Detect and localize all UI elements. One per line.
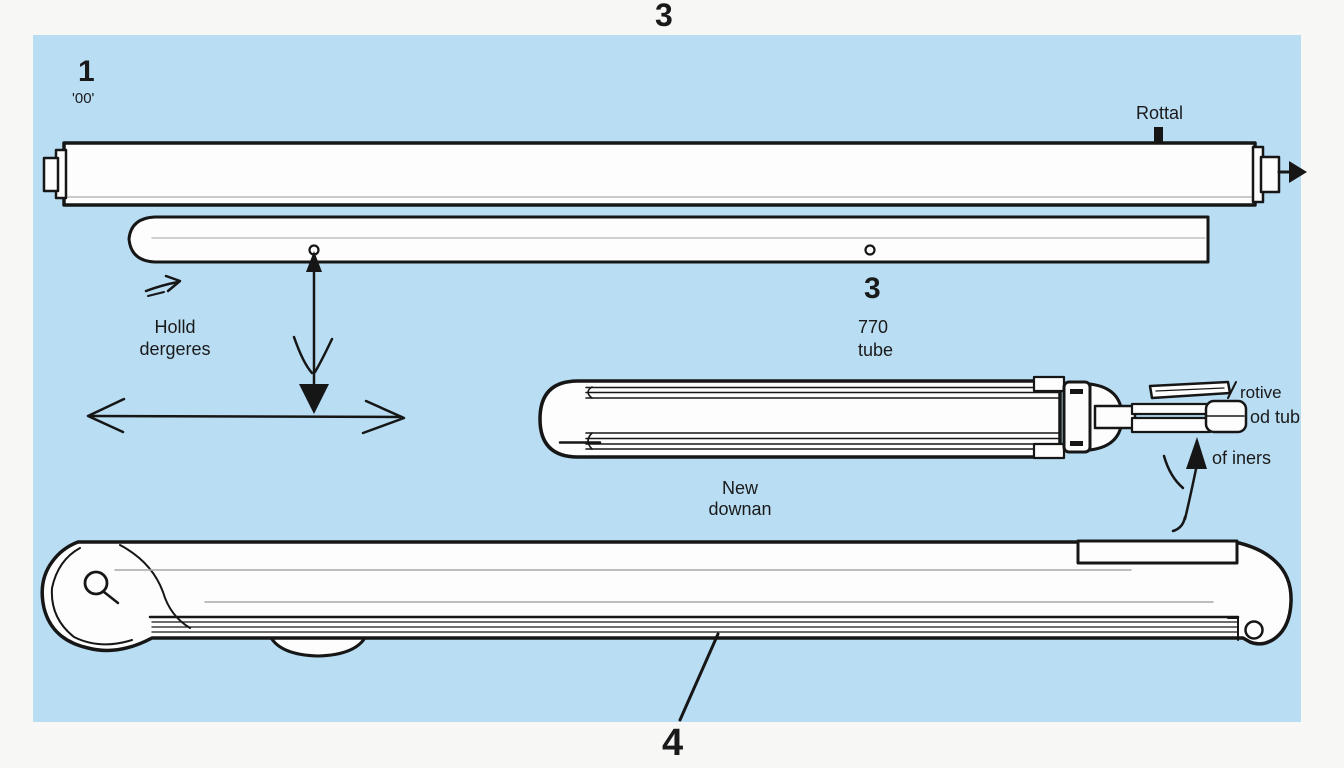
hold-label-line2: dergeres (139, 339, 211, 359)
of-iners-label: of iners (1212, 448, 1272, 468)
horizontal-double-arrow-icon (86, 397, 406, 435)
new-label-line2: downan (708, 499, 772, 519)
rotate-arrow-icon (1162, 437, 1207, 533)
rotive-label: rotive (1240, 383, 1282, 402)
rottal-label: Rottal (1136, 103, 1184, 123)
rail-roller-detail (1244, 620, 1264, 640)
vertical-double-arrow-icon (292, 251, 334, 414)
step-number-three: 3 (864, 272, 881, 305)
top-tube-illustration (42, 127, 1281, 207)
hold-label: Holld dergeres (105, 316, 245, 360)
small-arrow-icon (144, 274, 182, 297)
od-tub-label: od tub (1250, 407, 1301, 427)
right-arrow-icon (1277, 161, 1307, 183)
bottom-rail-illustration (40, 539, 1293, 722)
inner-tube-illustration (127, 215, 1210, 264)
length-unit-label: tube (858, 340, 894, 360)
new-label-line1: New (721, 478, 758, 498)
middle-tube-illustration (538, 375, 1248, 460)
step-number-bottom: 4 (662, 722, 684, 764)
rail-notch-plate (1076, 539, 1239, 565)
degrees-label: '00' (72, 90, 95, 107)
step-number-one: 1 (78, 55, 95, 88)
length-value-label: 770 (858, 317, 889, 337)
leader-line-4 (678, 632, 720, 722)
step-number-top: 3 (655, 0, 673, 33)
hold-label-line1: Holld (154, 317, 196, 337)
rail-end-hole (83, 570, 109, 596)
rottal-tick-mark (1154, 127, 1163, 144)
pin-hole-right (864, 244, 876, 256)
new-downan-label: New downan (685, 478, 795, 520)
